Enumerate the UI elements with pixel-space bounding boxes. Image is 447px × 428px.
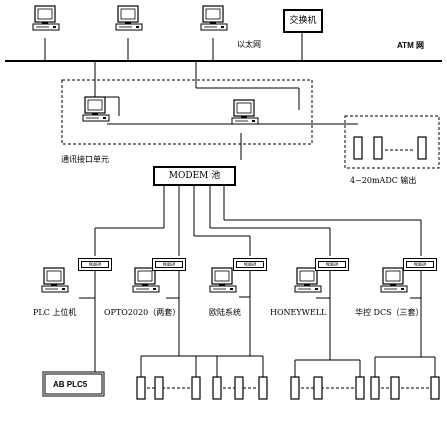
- modem-label: MODEM: [406, 261, 434, 268]
- io-module: [370, 376, 380, 400]
- io-module: [258, 376, 268, 400]
- computer-icon: [41, 267, 69, 293]
- modem-label: MODEM: [318, 261, 346, 268]
- adc-module: [417, 136, 427, 160]
- io-module: [355, 376, 365, 400]
- modem-box: MODEM: [315, 258, 349, 271]
- system-label: OPTO2020（两套）: [104, 308, 181, 317]
- computer-icon: [231, 99, 259, 125]
- switch-label: 交换机: [289, 16, 317, 26]
- io-module: [290, 376, 300, 400]
- atm-network-label: ATM 网: [397, 41, 424, 50]
- io-module: [313, 376, 323, 400]
- computer-icon: [32, 5, 60, 31]
- modem-pool-box: MODEM 池: [153, 166, 236, 186]
- io-module-group: [136, 376, 440, 400]
- ab-plc-label: AB PLC5: [53, 380, 88, 389]
- computer-icon: [132, 267, 160, 293]
- io-module: [430, 376, 440, 400]
- io-module: [154, 376, 164, 400]
- computer-icon: [82, 96, 110, 122]
- comm-unit-boundary: [61, 79, 313, 145]
- switch-box: 交换机: [283, 9, 323, 33]
- modem-box: MODEM: [403, 258, 437, 271]
- modem-box: MODEM: [152, 258, 186, 271]
- adc-output-label: 4~20mADC 输出: [350, 176, 417, 185]
- modem-pool-label: MODEM 池: [168, 171, 221, 181]
- io-module: [191, 376, 201, 400]
- adc-module: [373, 136, 383, 160]
- adc-output-boundary: [344, 115, 440, 169]
- modem-label: MODEM: [236, 261, 264, 268]
- computer-icon: [380, 267, 408, 293]
- comm-unit-label: 通讯接口单元: [61, 155, 109, 164]
- io-module: [390, 376, 400, 400]
- io-module: [136, 376, 146, 400]
- modem-label: MODEM: [81, 261, 109, 268]
- ab-plc-outer: [42, 371, 105, 397]
- system-label: 华控 DCS（三套）: [355, 308, 424, 317]
- modem-label: MODEM: [155, 261, 183, 268]
- computer-icon: [115, 5, 143, 31]
- io-module: [212, 376, 222, 400]
- system-label: 欧陆系统: [209, 308, 241, 317]
- computer-icon: [209, 267, 237, 293]
- ethernet-label: 以太网: [237, 40, 261, 49]
- adc-module: [353, 136, 363, 160]
- system-label: HONEYWELL: [270, 308, 327, 317]
- modem-box: MODEM: [233, 258, 267, 271]
- ab-plc-inner: [44, 373, 103, 395]
- adc-module-group: [353, 136, 427, 160]
- computer-icon: [294, 267, 322, 293]
- system-label: PLC 上位机: [33, 308, 77, 317]
- modem-box: MODEM: [78, 258, 112, 271]
- computer-group: [32, 5, 408, 293]
- computer-icon: [200, 5, 228, 31]
- io-module: [234, 376, 244, 400]
